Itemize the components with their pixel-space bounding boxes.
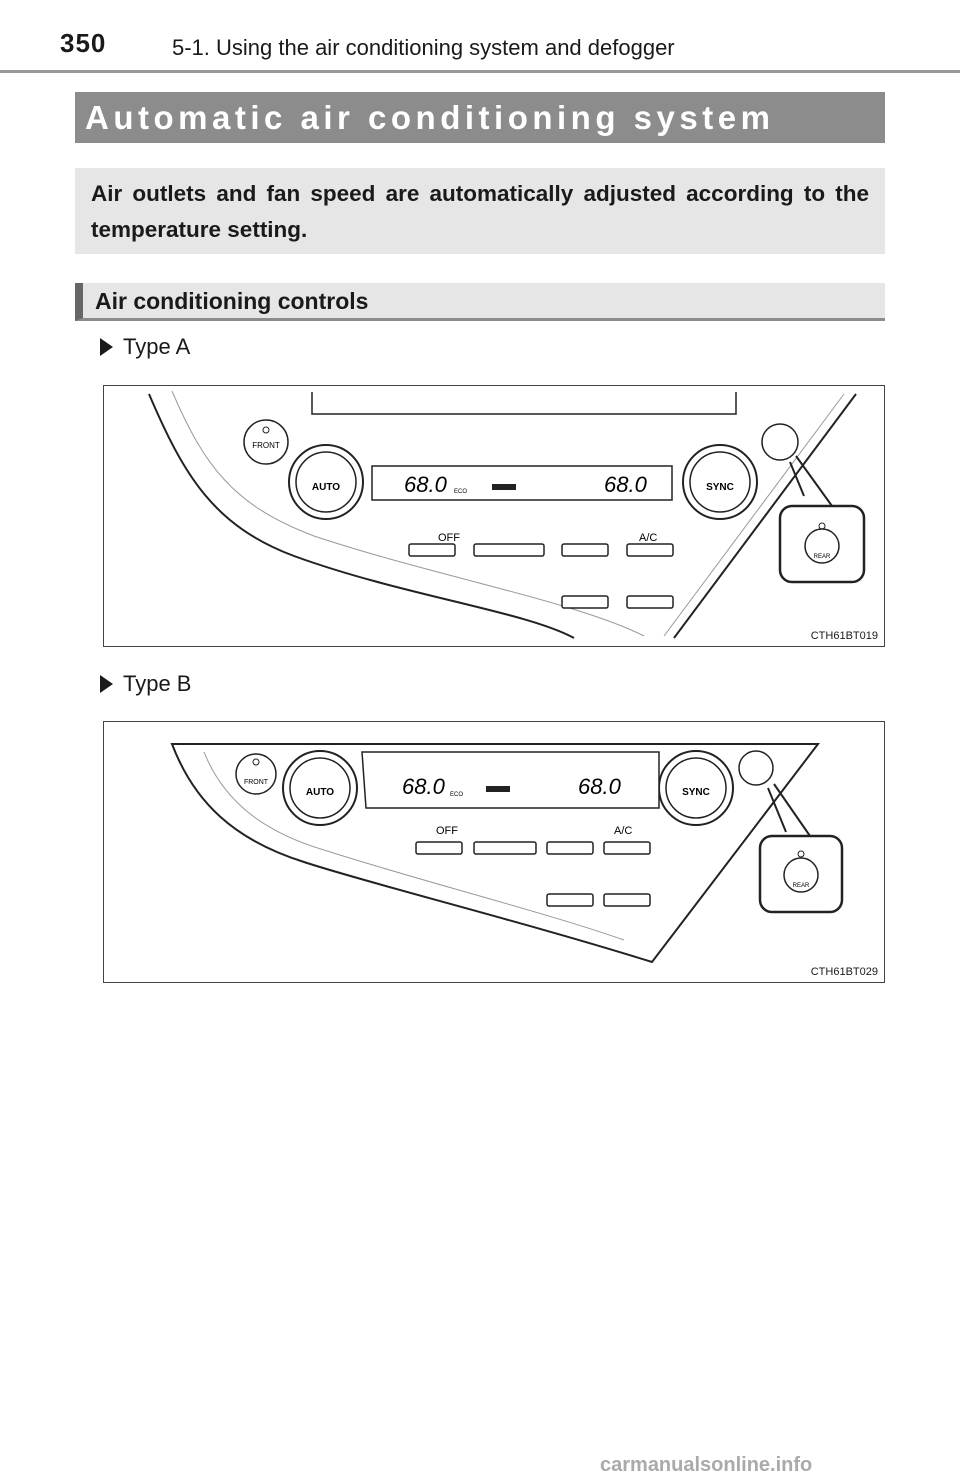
front-defroster-button: FRONT xyxy=(243,419,289,465)
svg-text:ECO: ECO xyxy=(450,792,463,798)
ac-label: A/C xyxy=(614,825,632,837)
arrow-right-icon xyxy=(100,675,113,693)
button-row-2 xyxy=(561,595,674,609)
svg-text:SYNC: SYNC xyxy=(706,482,734,493)
ac-panel-type-b-illustration: FRONT AUTO SYNC 68.0 ECO 68.0 OFF A/C xyxy=(170,743,844,964)
auto-knob: AUTO xyxy=(288,444,364,520)
sync-knob: SYNC xyxy=(682,444,758,520)
svg-text:68.0: 68.0 xyxy=(604,472,648,497)
svg-text:AUTO: AUTO xyxy=(312,482,340,493)
svg-text:FRONT: FRONT xyxy=(252,441,280,450)
figure-code: CTH61BT019 xyxy=(810,630,878,642)
intro-text: Air outlets and fan speed are automatica… xyxy=(75,168,885,254)
off-label: OFF xyxy=(438,532,460,544)
rear-defogger-button xyxy=(738,750,811,837)
type-b-label: Type B xyxy=(100,671,191,697)
button-row-1 xyxy=(408,543,674,557)
auto-knob: AUTO xyxy=(282,750,358,826)
rear-defogger-callout: REAR xyxy=(778,504,866,584)
figure-type-b: FRONT AUTO SYNC 68.0 ECO 68.0 OFF A/C xyxy=(103,721,885,983)
front-defroster-button: FRONT xyxy=(235,753,277,795)
page-heading: Automatic air conditioning system xyxy=(75,92,885,143)
display-screen: 68.0 ECO 68.0 xyxy=(361,751,660,809)
svg-text:68.0: 68.0 xyxy=(402,774,446,799)
svg-text:ECO: ECO xyxy=(454,489,467,495)
display-screen: 68.0 ECO 68.0 xyxy=(371,465,673,501)
button-row-2 xyxy=(546,893,651,907)
sync-knob: SYNC xyxy=(658,750,734,826)
page-number: 350 xyxy=(60,28,107,58)
watermark: carmanualsonline.info xyxy=(600,1454,813,1476)
svg-text:FRONT: FRONT xyxy=(244,779,269,786)
rear-defogger-callout: REAR xyxy=(758,834,844,914)
svg-text:68.0: 68.0 xyxy=(578,774,622,799)
svg-text:68.0: 68.0 xyxy=(404,472,448,497)
header-rule xyxy=(0,70,960,73)
svg-text:REAR: REAR xyxy=(814,554,831,560)
ac-label: A/C xyxy=(639,532,657,544)
figure-code: CTH61BT029 xyxy=(810,966,878,978)
arrow-right-icon xyxy=(100,338,113,356)
figure-type-a: FRONT AUTO SYNC 68.0 ECO 68.0 OFF A/C xyxy=(103,385,885,647)
type-a-label: Type A xyxy=(100,334,190,360)
section-title: 5-1. Using the air conditioning system a… xyxy=(172,35,675,60)
off-label: OFF xyxy=(436,825,458,837)
rear-defogger-button xyxy=(761,423,833,507)
svg-text:SYNC: SYNC xyxy=(682,787,710,798)
svg-text:AUTO: AUTO xyxy=(306,787,334,798)
button-row-1 xyxy=(415,841,651,855)
svg-text:REAR: REAR xyxy=(793,883,810,889)
ac-panel-type-a-illustration: FRONT AUTO SYNC 68.0 ECO 68.0 OFF A/C xyxy=(148,390,866,639)
subheading: Air conditioning controls xyxy=(75,283,885,321)
